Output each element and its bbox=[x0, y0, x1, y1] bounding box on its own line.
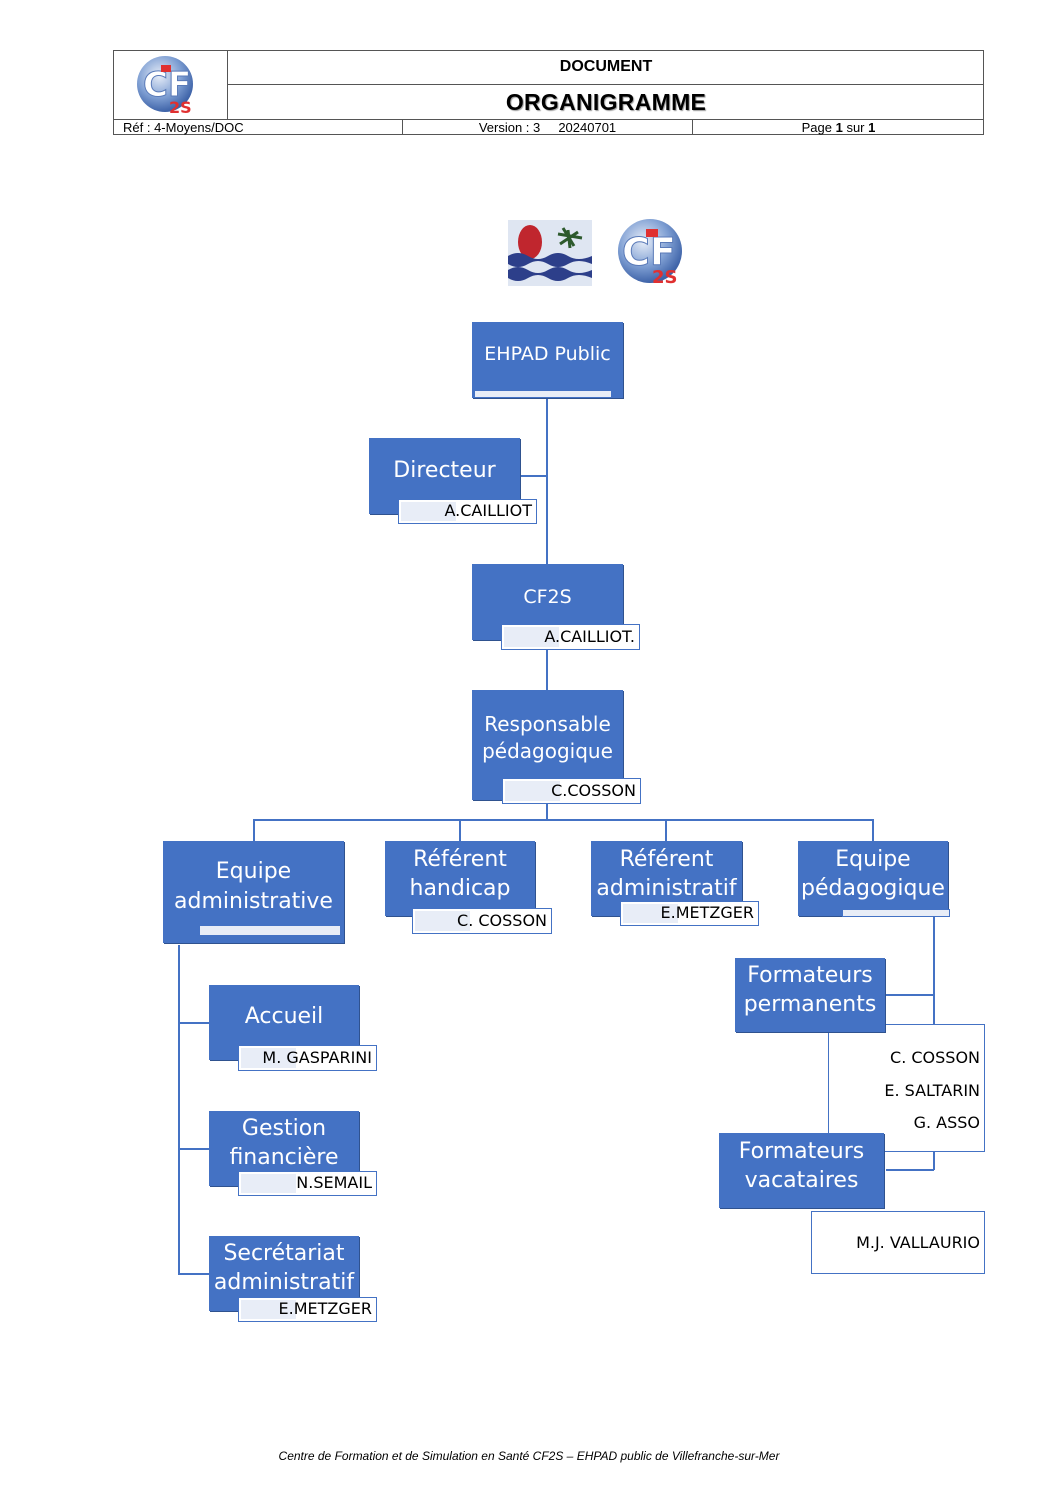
page-footer: Centre de Formation et de Simulation en … bbox=[278, 1449, 780, 1463]
accueil-title: Accueil bbox=[244, 1004, 324, 1029]
responsable-name: C.COSSON bbox=[502, 778, 641, 804]
ref-handicap-name-text: C. COSSON bbox=[457, 911, 547, 930]
version-cell: Version : 3 20240701 bbox=[403, 120, 693, 135]
ehpad-public-title: EHPAD Public bbox=[484, 343, 611, 365]
cf2s-logo-icon: CF 2S bbox=[137, 56, 193, 117]
connector-cf2s-resp bbox=[546, 640, 548, 690]
connector-resp-down bbox=[546, 800, 548, 820]
equipe-admin-title-line2: administrative bbox=[174, 889, 333, 914]
secretariat-title-line1: Secrétariat bbox=[223, 1241, 345, 1266]
directeur-name: A.CAILLIOT bbox=[398, 499, 537, 524]
equipe-peda-box: Equipe pédagogique bbox=[798, 841, 948, 916]
form-perm-names-list: C. COSSON E. SALTARIN G. ASSO bbox=[828, 1024, 985, 1152]
gestion-title-line1: Gestion bbox=[241, 1116, 327, 1141]
ref-admin-title-line1: Référent bbox=[619, 847, 714, 872]
cf2s-name-text: A.CAILLIOT. bbox=[544, 627, 635, 646]
form-vac-title-line2: vacataires bbox=[744, 1168, 859, 1193]
page-total: 1 bbox=[868, 120, 876, 135]
gestion-name-text: N.SEMAIL bbox=[296, 1173, 372, 1192]
form-perm-name-3: G. ASSO bbox=[913, 1113, 980, 1132]
header-meta-row: Réf : 4-Moyens/DOC Version : 3 20240701 … bbox=[113, 119, 984, 135]
connector-level3-bar bbox=[253, 819, 874, 821]
responsable-name-text: C.COSSON bbox=[551, 781, 636, 800]
connector-accueil bbox=[178, 1022, 210, 1024]
responsable-title-line2: pédagogique bbox=[482, 739, 613, 763]
ref-admin-name-text: E.METZGER bbox=[660, 903, 754, 922]
page-mid: sur bbox=[842, 120, 869, 135]
ref-admin-title-line2: administratif bbox=[596, 876, 737, 901]
connector-ref-handicap bbox=[459, 819, 461, 841]
directeur-title: Directeur bbox=[393, 458, 496, 483]
cf2s-logo-large-icon: CF 2S bbox=[618, 219, 682, 288]
header-logo-cell: CF 2S bbox=[113, 50, 228, 119]
ehpad-logo-icon bbox=[508, 220, 592, 286]
responsable-title-line1: Responsable bbox=[484, 712, 611, 736]
equipe-admin-name-field bbox=[199, 925, 341, 936]
cf2s-name: A.CAILLIOT. bbox=[501, 624, 640, 650]
page-prefix: Page bbox=[801, 120, 836, 135]
form-perm-title-line2: permanents bbox=[743, 992, 877, 1017]
form-vac-name: M.J. VALLAURIO bbox=[856, 1233, 980, 1252]
doc-title: ORGANIGRAMME bbox=[505, 88, 707, 115]
ref-admin-name: E.METZGER bbox=[620, 901, 759, 926]
svg-text:2S: 2S bbox=[169, 98, 192, 117]
form-vac-title-line1: Formateurs bbox=[738, 1139, 865, 1164]
form-vac-box: Formateurs vacataires bbox=[719, 1133, 884, 1208]
page-number: 1 bbox=[835, 120, 843, 135]
connector-form-perm bbox=[886, 994, 934, 996]
connector-ehpad-cf2s bbox=[546, 398, 548, 564]
equipe-peda-title-line1: Equipe bbox=[835, 847, 911, 872]
ref-handicap-box: Référent handicap bbox=[385, 841, 535, 916]
directeur-name-text: A.CAILLIOT bbox=[444, 501, 533, 520]
connector-form-vac bbox=[886, 1169, 934, 1171]
form-perm-name-2: E. SALTARIN bbox=[884, 1080, 980, 1100]
accueil-name: M. GASPARINI bbox=[238, 1045, 377, 1071]
gestion-name: N.SEMAIL bbox=[238, 1171, 377, 1196]
connector-equipe-peda bbox=[872, 819, 874, 841]
form-perm-title-line1: Formateurs bbox=[747, 963, 873, 988]
connector-secretariat bbox=[178, 1273, 210, 1275]
form-perm-box: Formateurs permanents bbox=[735, 958, 885, 1032]
secretariat-name-text: E.METZGER bbox=[278, 1299, 372, 1318]
equipe-peda-name-field bbox=[842, 909, 950, 917]
ref-handicap-title-line2: handicap bbox=[409, 876, 511, 901]
ref-handicap-name: C. COSSON bbox=[412, 908, 552, 934]
equipe-admin-title-line1: Equipe bbox=[215, 859, 292, 884]
page-cell: Page 1 sur 1 bbox=[693, 120, 984, 135]
equipe-peda-title-line2: pédagogique bbox=[801, 876, 945, 901]
ref-cell: Réf : 4-Moyens/DOC bbox=[113, 120, 403, 135]
doc-label: DOCUMENT bbox=[228, 50, 984, 85]
form-perm-name-1: C. COSSON bbox=[890, 1048, 980, 1067]
svg-text:CF: CF bbox=[622, 230, 676, 274]
ref-handicap-title-line1: Référent bbox=[413, 847, 507, 872]
connector-admin-trunk bbox=[178, 945, 180, 1275]
svg-text:2S: 2S bbox=[652, 267, 678, 288]
header-table bbox=[113, 50, 984, 135]
connector-equipe-admin bbox=[253, 819, 255, 841]
accueil-name-text: M. GASPARINI bbox=[262, 1048, 372, 1067]
form-vac-names-list: M.J. VALLAURIO bbox=[811, 1211, 985, 1274]
secretariat-title-line2: administratif bbox=[213, 1270, 355, 1295]
ehpad-public-box: EHPAD Public bbox=[472, 322, 623, 398]
gestion-title-line2: financière bbox=[229, 1145, 339, 1170]
connector-ref-admin bbox=[665, 819, 667, 841]
connector-gestion bbox=[178, 1148, 210, 1150]
secretariat-name: E.METZGER bbox=[238, 1297, 377, 1322]
cf2s-title: CF2S bbox=[523, 586, 572, 608]
connector-directeur bbox=[520, 475, 547, 477]
ehpad-public-name-field bbox=[474, 390, 612, 398]
